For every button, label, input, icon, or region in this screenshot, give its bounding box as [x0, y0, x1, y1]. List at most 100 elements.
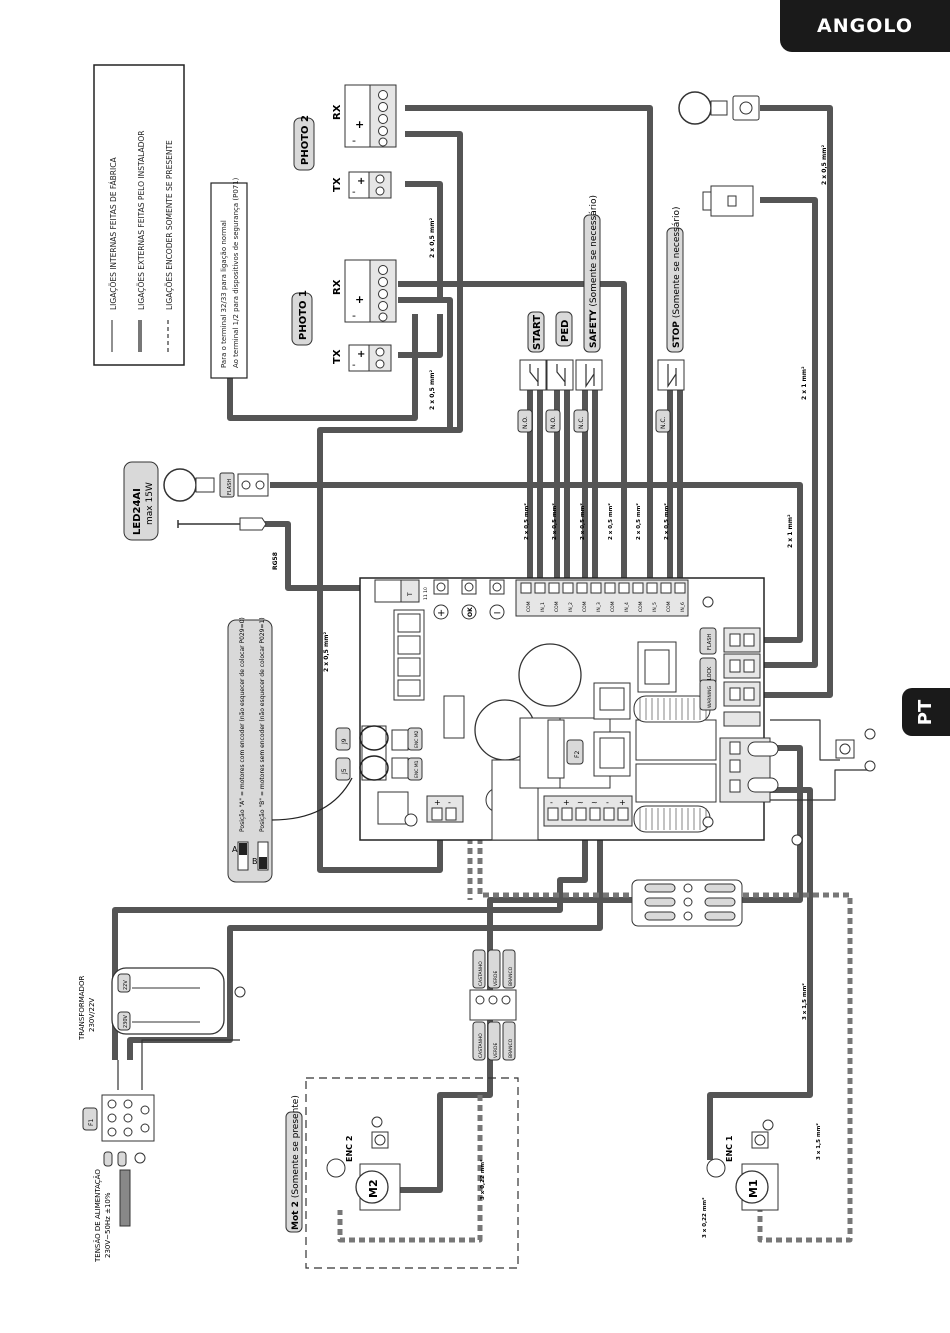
start-no: N.O. [522, 416, 529, 429]
t-in4: IN_4 [624, 602, 630, 612]
encoder-1-label: ENC 1 [725, 1135, 734, 1162]
cable-m1-power: 3 x 1,5 mm² [815, 1123, 822, 1160]
encoder-m2-tag: ENC M2 [414, 730, 420, 748]
encoder-2-label: ENC 2 [345, 1136, 354, 1162]
photo1-tx-plus: + [357, 349, 365, 360]
motor-1-group: M1 ENC 1 3 x 0,22 mm² 3 x 1,5 mm² 3 x 1,… [701, 983, 822, 1238]
antenna[interactable]: RG58 [177, 517, 279, 570]
led-flash-tag: FLASH [227, 479, 233, 495]
button-minus-label: − [493, 608, 501, 619]
button-ok[interactable] [461, 604, 477, 620]
cable-in3: 2 x 0,5 mm² [579, 503, 586, 540]
wire-branco-bottom: BRANCO [508, 1038, 514, 1058]
fuse-f2: F2 [574, 751, 581, 758]
wire-harness [112, 105, 870, 1243]
jumper-a-text: Posição "A" = motores com encoder (não e… [239, 617, 246, 832]
tag-flash: FLASH [707, 634, 713, 650]
transformer-230v: 230V [123, 1014, 129, 1028]
photo2-tx-minus: - [352, 187, 356, 198]
mains-spec: 230V~50Hz ±10% [104, 1192, 112, 1258]
transformer-spec: 230V/22V [88, 998, 96, 1032]
safety-nc: N.C. [578, 416, 585, 429]
power-minus: - [448, 798, 451, 807]
photo2-rx-plus: + [355, 118, 364, 131]
cable-m1-enc: 3 x 0,22 mm² [701, 1197, 708, 1238]
electric-lock[interactable]: 2 x 1 mm² 2 x 1 mm² [702, 185, 808, 548]
ped-label: PED [560, 320, 571, 342]
courtesy-lamp[interactable]: 2 x 0,5 mm² [678, 91, 828, 185]
button-plus[interactable] [433, 604, 449, 620]
transformer-title: TRANSFORMADOR [78, 976, 86, 1041]
board-buttons[interactable]: + OK − [433, 579, 505, 620]
cable-in4: 2 x 0,5 mm² [607, 503, 614, 540]
note-line2: Ao terminal 1/2 para dispositivos de seg… [232, 177, 240, 368]
photo2-label: PHOTO 2 [300, 115, 311, 165]
language-tab[interactable]: PT [902, 688, 950, 736]
t-com1: COM [526, 601, 532, 612]
input-terminal-strip[interactable]: COM IN_1 COM IN_2 COM IN_3 COM IN_4 COM … [515, 579, 689, 617]
photocell-1[interactable]: PHOTO 1 - + RX - + TX [291, 259, 397, 372]
wire-verde-bottom: VERDE [493, 1042, 499, 1058]
jumper-callout: Posição "A" = motores com encoder (não e… [227, 617, 353, 883]
ac-tilde-1: ~ [577, 798, 584, 807]
t-com6: COM [666, 601, 672, 612]
aux-plus: + [619, 798, 626, 807]
encoder-m1-tag: ENC M1 [414, 760, 420, 778]
earth-terminals [134, 728, 876, 1164]
stop-label: STOP (Somente se necessário) [672, 207, 682, 348]
photo2-rx-minus: - [352, 134, 356, 147]
t-in6: IN_6 [680, 602, 686, 612]
aux-minus: - [606, 798, 609, 807]
terminal-t-nums: 11 10 [423, 587, 429, 600]
t-com2: COM [554, 601, 560, 612]
safety-note: (Somente se necessário) [589, 195, 599, 307]
legend-factory: LIGAÇÕES INTERNAS FEITAS DE FÁBRICA [109, 157, 118, 310]
jumper-b-text: Posição "B" = motores sem encoder (não e… [259, 617, 266, 832]
cable-lock-2: 2 x 1 mm² [787, 514, 794, 548]
safety-name: SAFETY [589, 309, 599, 348]
batt-minus: - [550, 798, 553, 807]
stop-nc: N.C. [660, 416, 667, 429]
jumper-b: B [252, 857, 258, 866]
control-board: T 11 10 + OK − COM [335, 577, 779, 841]
start-label: START [532, 315, 543, 350]
wire-branco-top: BRANCO [508, 966, 514, 986]
stop-note: (Somente se necessário) [672, 207, 682, 319]
cable-lamp: 2 x 0,5 mm² [821, 145, 828, 185]
stop-name: STOP [672, 321, 682, 348]
photo2-rx-label: RX [332, 104, 343, 120]
terminal-t: T [407, 592, 414, 597]
safety-label: SAFETY (Somente se necessário) [589, 195, 599, 348]
jumper-j5: J5 [341, 768, 348, 775]
rg58-label: RG58 [272, 552, 279, 570]
cable-label-photo2: 2 x 0,5 mm² [429, 218, 436, 258]
flash-lamp-led24ai[interactable]: LED24AI max 15W FLASH [123, 461, 269, 541]
note-line1: Para o terminal 32/33 para ligação norma… [220, 220, 228, 368]
button-minus[interactable] [489, 604, 505, 620]
photocell-2[interactable]: PHOTO 2 - + RX - + TX [293, 84, 397, 199]
ped-no: N.O. [550, 416, 557, 429]
cable-in6: 2 x 0,5 mm² [663, 503, 670, 540]
button-ok-label: OK [467, 607, 474, 617]
mot2-note: (Somente se presente) [291, 1095, 301, 1198]
photo1-rx-plus: + [355, 293, 364, 306]
cable-lock-1: 2 x 1 mm² [801, 366, 808, 400]
transformer: 22V 230V TRANSFORMADOR 230V/22V [78, 967, 225, 1041]
t-in1: IN_1 [540, 602, 546, 612]
t-com5: COM [638, 601, 644, 612]
cable-photo-main: 2 x 0,5 mm² [323, 632, 330, 672]
jumper-j9: J9 [341, 738, 348, 745]
photo1-tx-minus: - [352, 360, 356, 371]
wire-castanho-bottom: CASTANHO [478, 1033, 484, 1058]
input-devices[interactable]: START PED SAFETY(Somente se necessário) … [517, 195, 685, 433]
legend-encoder: LIGAÇÕES ENCODER SOMENTE SE PRESENTE [165, 140, 174, 310]
cable-label-photo1: 2 x 0,5 mm² [429, 370, 436, 410]
encoder-wire-block: CASTANHO VERDE BRANCO CASTANHO VERDE BRA… [469, 949, 517, 1061]
cable-in1: 2 x 0,5 mm² [523, 503, 530, 540]
brand-name: ANGOLO [817, 15, 913, 37]
t-com4: COM [610, 601, 616, 612]
legend-installer: LIGAÇÕES EXTERNAS FEITAS PELO INSTALADOR [137, 131, 146, 310]
cable-m2-power: 3 x 1,5 mm² [801, 983, 808, 1020]
legend: LIGAÇÕES INTERNAS FEITAS DE FÁBRICA LIGA… [93, 64, 185, 366]
